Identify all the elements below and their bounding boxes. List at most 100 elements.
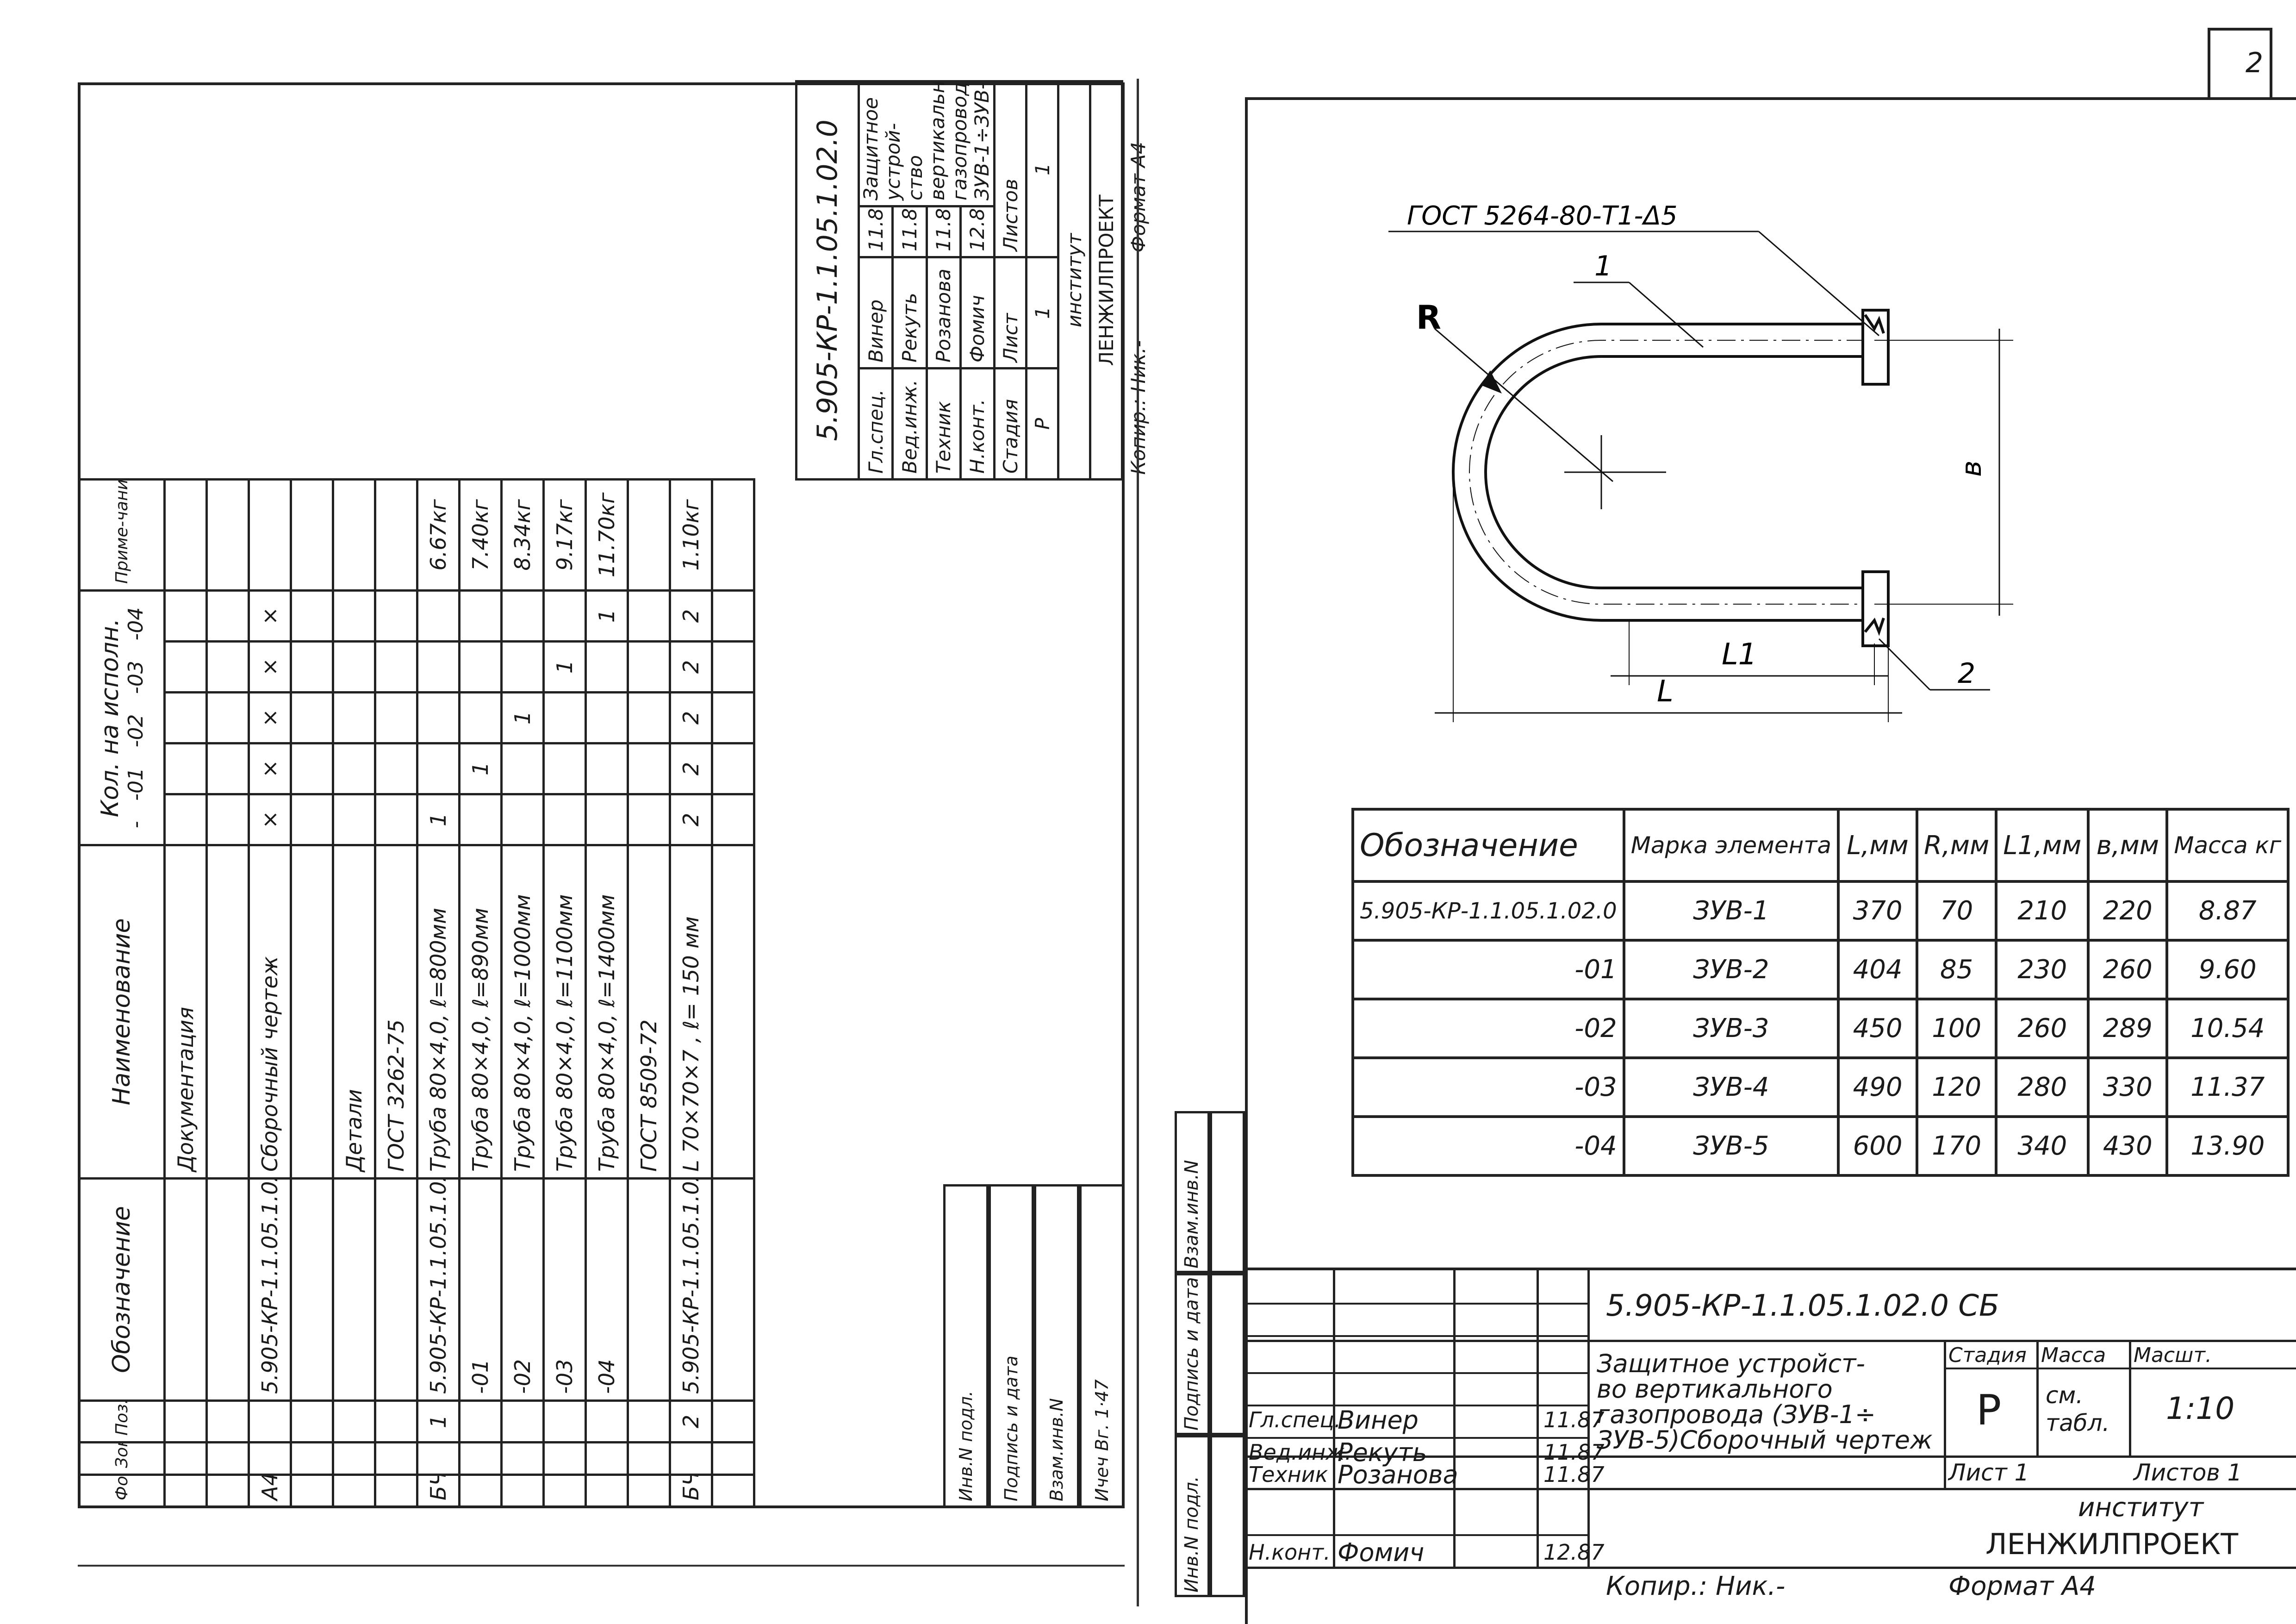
header-qty-group-label: Кол. на исполн.	[96, 618, 124, 818]
tb-date: 11.87	[1543, 1440, 1605, 1465]
spec-cell-designation: 5.905-КР-1.1.05.1.02.0	[249, 1178, 291, 1401]
tb-stage-label: Стадия	[1948, 1343, 2027, 1367]
tb-date: 11.87	[927, 206, 961, 257]
spec-cell-note	[206, 479, 249, 591]
mark-cell: ЗУВ-1	[1622, 880, 1840, 942]
spec-cell-qty	[459, 692, 502, 743]
dim-L-label: L	[1657, 675, 1674, 709]
header-qty-group: Кол. на исполн. - -01 -02 -03 -04	[79, 590, 165, 845]
spec-cell-name: Труба 80×4,0, ℓ=1100мм	[543, 845, 586, 1179]
mark-cell: 280	[1995, 1056, 2090, 1118]
spec-cell-qty	[417, 743, 460, 794]
spec-cell-qty	[375, 641, 417, 693]
spec-cell-pos	[628, 1400, 670, 1443]
spec-cell-name	[291, 845, 333, 1179]
right-title-line: Защитное устройст-	[1597, 1349, 1865, 1378]
mark-cell: 430	[2087, 1115, 2169, 1177]
spec-cell-qty	[543, 743, 586, 794]
spec-cell-qty	[291, 692, 333, 743]
tb-institute: ЛЕНЖИЛПРОЕКТ	[1985, 1527, 2239, 1561]
spec-cell-qty: 2	[670, 590, 712, 642]
spec-cell-qty	[501, 743, 544, 794]
tb-role: Вед.инж.	[1249, 1440, 1352, 1465]
left-title-block: 5.905-КР-1.1.05.1.02.0 Гл.спец. Винер 11…	[795, 80, 1153, 481]
tb-institute-label: институт	[2078, 1493, 2204, 1523]
tb-role: Вед.инж.	[892, 368, 927, 480]
spec-cell-note: 9.17кг	[543, 479, 586, 591]
tb-copied: Копир.: Ник.-	[1606, 1571, 1786, 1601]
spec-cell-zone	[164, 1442, 207, 1475]
mark-cell: ЗУВ-2	[1622, 939, 1840, 1000]
sheet-divider	[1137, 79, 1139, 1606]
spec-cell-zone	[585, 1442, 628, 1475]
spec-cell-note	[249, 479, 291, 591]
mark-cell: 120	[1916, 1056, 1998, 1118]
mark-cell: 85	[1916, 939, 1998, 1000]
mark-cell: 289	[2087, 998, 2169, 1059]
mark-cell: 220	[2087, 880, 2169, 942]
weld-mark-top	[1864, 314, 1885, 334]
spec-cell-qty	[164, 590, 207, 642]
spec-cell-name: L 70×70×7 , ℓ= 150 мм	[670, 845, 712, 1179]
tb-sheet: 1	[1026, 257, 1058, 369]
tb-person: Фомич	[960, 257, 995, 369]
spec-cell-zone	[543, 1442, 586, 1475]
spec-cell-qty: ×	[249, 794, 291, 845]
spec-cell-designation	[375, 1178, 417, 1401]
spec-cell-designation	[164, 1178, 207, 1401]
spec-cell-qty	[712, 794, 754, 845]
right-title-block: 5.905-КР-1.1.05.1.02.0 СБ Защитное устро…	[1245, 1268, 2296, 1601]
spec-cell-designation: 5.905-КР-1.1.05.1.02.2	[670, 1178, 712, 1401]
mark-cell: 450	[1837, 998, 1919, 1059]
left-side-strip: Инв.N подл. Подпись и дата Взам.инв.N Ич…	[943, 1184, 1125, 1508]
tb-role: Техник	[1249, 1462, 1328, 1487]
mark-cell: 260	[1995, 998, 2090, 1059]
tb-sheets: 1	[1026, 81, 1058, 257]
spec-cell-designation: -01	[459, 1178, 502, 1401]
spec-cell-qty	[459, 590, 502, 642]
mark-table-header: Обозначение Марка элемента L,мм R,мм L1,…	[1351, 808, 2290, 883]
spec-cell-pos	[249, 1400, 291, 1443]
spec-cell-qty	[375, 590, 417, 642]
spec-cell-qty	[585, 743, 628, 794]
spec-cell-format: А4	[249, 1474, 291, 1507]
mark-cell: 370	[1837, 880, 1919, 942]
spec-cell-qty	[712, 641, 754, 693]
tb-institute: ЛЕНЖИЛПРОЕКТ	[1090, 81, 1122, 480]
spec-cell-qty	[333, 641, 375, 693]
spec-cell-zone	[375, 1442, 417, 1475]
spec-cell-qty	[333, 794, 375, 845]
header-qty-col: -02	[124, 714, 148, 748]
header-designation: Обозначение	[79, 1178, 165, 1401]
spec-cell-name: ГОСТ 3262-75	[375, 845, 417, 1179]
spec-cell-pos	[375, 1400, 417, 1443]
spec-cell-qty	[543, 590, 586, 642]
spec-cell-format	[291, 1474, 333, 1507]
sheet-corner-number: 2	[2208, 28, 2272, 97]
spec-cell-qty	[206, 794, 249, 845]
spec-cell-format: БЧ	[670, 1474, 712, 1507]
spec-cell-qty	[291, 590, 333, 642]
tb-role: Гл.спец.	[859, 368, 893, 480]
spec-cell-pos	[585, 1400, 628, 1443]
spec-cell-zone	[628, 1442, 670, 1475]
spec-cell-format	[164, 1474, 207, 1507]
tb-sheet-label: Лист	[994, 257, 1027, 369]
spec-cell-zone	[712, 1442, 754, 1475]
side-label: Подпись и дата	[989, 1184, 1034, 1508]
spec-cell-qty	[291, 641, 333, 693]
spec-cell-format	[333, 1474, 375, 1507]
mark-cell: 404	[1837, 939, 1919, 1000]
header-qty-col: -01	[124, 767, 148, 801]
spec-cell-designation	[333, 1178, 375, 1401]
spec-cell-qty	[585, 692, 628, 743]
spec-cell-qty	[417, 692, 460, 743]
mark-cell: 10.54	[2165, 998, 2290, 1059]
assembly-drawing: R ГОСТ 5264-80-Т1-Δ5 1 2 в L1 L	[1388, 201, 2013, 722]
gost-callout: ГОСТ 5264-80-Т1-Δ5	[1407, 201, 1678, 231]
tb-person: Винер	[859, 257, 893, 369]
